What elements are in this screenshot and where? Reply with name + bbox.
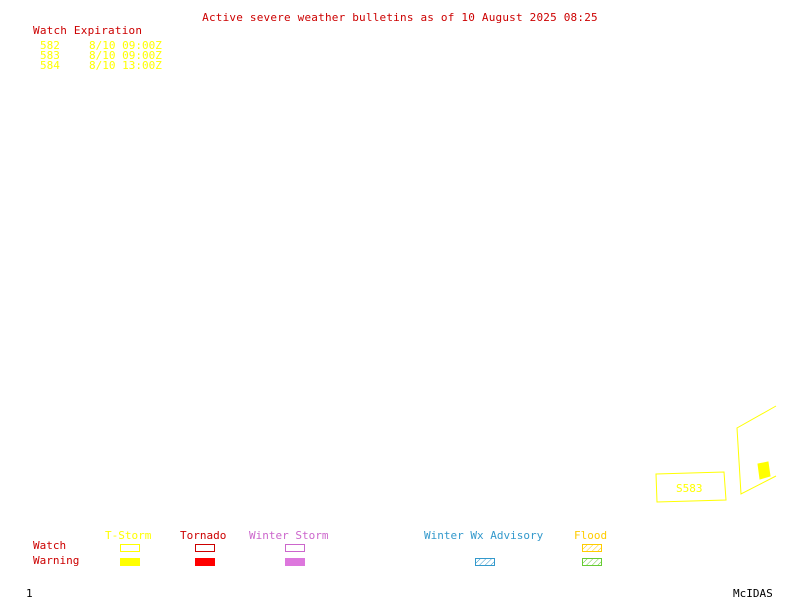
watch-id: 582: [40, 39, 60, 52]
legend-watch-row-label: Watch: [33, 539, 67, 552]
watch-id: 583: [40, 49, 60, 62]
watch-time: 8/10 09:00Z: [89, 39, 162, 52]
legend-tornado-watch-swatch: [195, 544, 215, 552]
legend-winter-advisory-warning-swatch: [475, 558, 495, 566]
legend-winter-advisory-label: Winter Wx Advisory: [424, 529, 544, 542]
legend-flood-label: Flood: [574, 529, 608, 542]
legend-flood-watch-swatch: [582, 544, 602, 552]
legend-tornado-warning-swatch: [195, 558, 215, 566]
legend-winter-storm-watch-swatch: [285, 544, 305, 552]
watch-time: 8/10 09:00Z: [89, 49, 162, 62]
legend-tstorm-warning-swatch: [120, 558, 140, 566]
watch-id: 584: [40, 59, 60, 72]
mcidas-brand: McIDAS: [733, 587, 773, 600]
frame-number: 1: [26, 587, 33, 600]
legend-tstorm-label: T-Storm: [105, 529, 152, 542]
watch-expiration-item: 583 8/10 09:00Z: [40, 49, 162, 62]
watch-box-outline: [655, 471, 727, 503]
bulletin-title: Active severe weather bulletins as of 10…: [202, 11, 598, 24]
legend-flood-warning-swatch: [582, 558, 602, 566]
watch-expiration-item: 582 8/10 09:00Z: [40, 39, 162, 52]
watch-box-label: S583: [676, 482, 703, 495]
tstorm-warning-polygon: [757, 461, 771, 480]
legend-winter-storm-label: Winter Storm: [249, 529, 329, 542]
watch-time: 8/10 13:00Z: [89, 59, 162, 72]
watch-area-outline: [736, 405, 777, 495]
legend-warning-row-label: Warning: [33, 554, 80, 567]
watch-expiration-list: 582 8/10 09:00Z 583 8/10 09:00Z 584 8/10…: [40, 39, 162, 72]
watch-expiration-item: 584 8/10 13:00Z: [40, 59, 162, 72]
legend-winter-storm-warning-swatch: [285, 558, 305, 566]
legend-tornado-label: Tornado: [180, 529, 227, 542]
legend-tstorm-watch-swatch: [120, 544, 140, 552]
watch-expiration-heading: Watch Expiration: [33, 24, 143, 37]
